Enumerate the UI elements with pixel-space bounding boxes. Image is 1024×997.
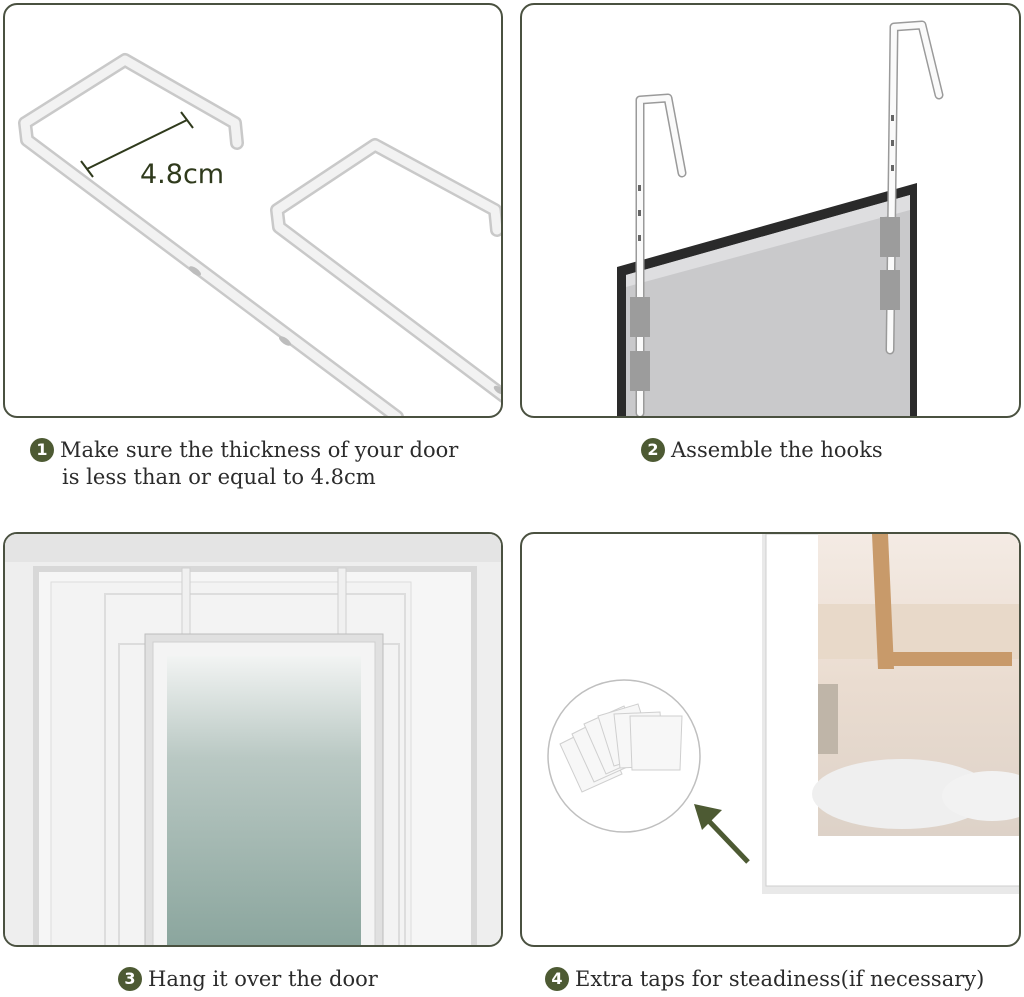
step-number-badge: 3 [118,967,142,991]
step-2-label: Assemble the hooks [671,438,883,462]
step-4-label: Extra taps for steadiness(if necessary) [575,967,985,991]
door-mirror-illustration [5,534,501,945]
step-1-line1: Make sure the thickness of your door [60,438,459,462]
step-number-badge: 1 [30,438,54,462]
panel-extra-tapes [520,532,1021,947]
mirror-corner-illustration [547,534,1019,894]
dimension-line [86,119,188,170]
panel-assemble-hooks [520,3,1021,418]
step-1-line2: is less than or equal to 4.8cm [62,465,376,489]
adhesive-tapes-icon [559,703,683,793]
step-number-badge: 4 [545,967,569,991]
step-3-label: Hang it over the door [148,967,378,991]
measurement-label: 4.8cm [140,159,224,190]
step-number-badge: 2 [641,438,665,462]
panel-hook-thickness: 4.8cm [3,3,503,418]
assemble-hooks-illustration [617,20,944,416]
panel-hang-over-door [3,532,503,947]
hook-dimension-illustration: 4.8cm [18,53,501,416]
arrow-icon [694,804,750,864]
